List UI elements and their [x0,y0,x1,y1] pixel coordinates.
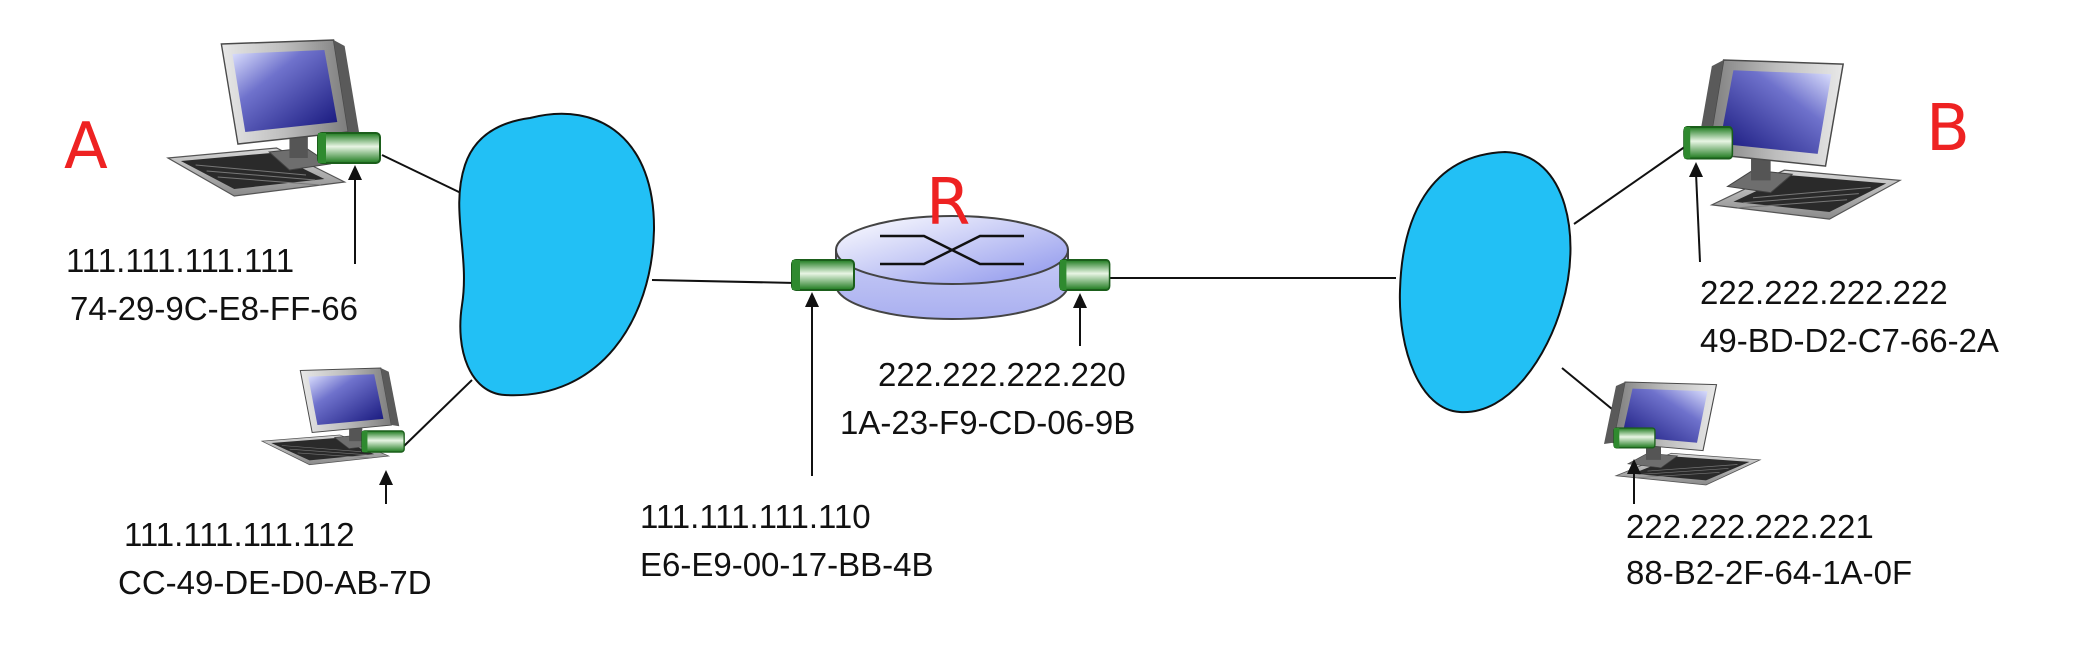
host-a2-ip: 111.111.111.112 [124,516,355,553]
network-adapter-icon [1613,427,1656,449]
host-b1-ip: 222.222.222.222 [1700,274,1948,311]
host-b2-mac: 88-B2-2F-64-1A-0F [1626,554,1912,591]
pointer-arrows [348,162,1703,504]
router-left-mac: E6-E9-00-17-BB-4B [640,546,933,583]
link-a2-to-subnet1 [403,379,473,447]
host-a1-ip: 111.111.111.111 [66,242,294,279]
link-subnet2-to-b1 [1573,145,1687,225]
arrow-b1 [1695,172,1701,263]
host-a2-mac: CC-49-DE-D0-AB-7D [118,564,432,601]
router-tag: R [926,166,970,240]
router-right-ip: 222.222.222.220 [878,356,1126,393]
host-b1-computer [1682,59,1901,220]
router-left-adapter-icon [791,259,855,291]
network-cloud-icon [1398,150,1572,414]
host-b2-computer [1603,381,1761,486]
host-a2-computer [261,367,405,466]
network-adapter-icon [317,132,381,164]
host-a1-computer [167,39,381,197]
network-adapter-icon [361,430,405,453]
router-left-ip: 111.111.111.110 [640,498,871,535]
host-a-tag: A [64,110,108,184]
link-subnet1-to-router [651,279,797,284]
network-cloud-icon [458,112,656,397]
host-a1-mac: 74-29-9C-E8-FF-66 [70,290,358,327]
computer-icon [167,39,361,197]
host-b1-mac: 49-BD-D2-C7-66-2A [1700,322,1999,359]
router-right-adapter-icon [1059,259,1111,291]
router-icon [835,215,1069,320]
network-adapter-icon [1682,125,1734,160]
host-b2-ip: 222.222.222.221 [1626,508,1874,545]
link-lines [381,145,1687,447]
host-b-tag: B [1926,92,1970,166]
router-right-mac: 1A-23-F9-CD-06-9B [840,404,1135,441]
